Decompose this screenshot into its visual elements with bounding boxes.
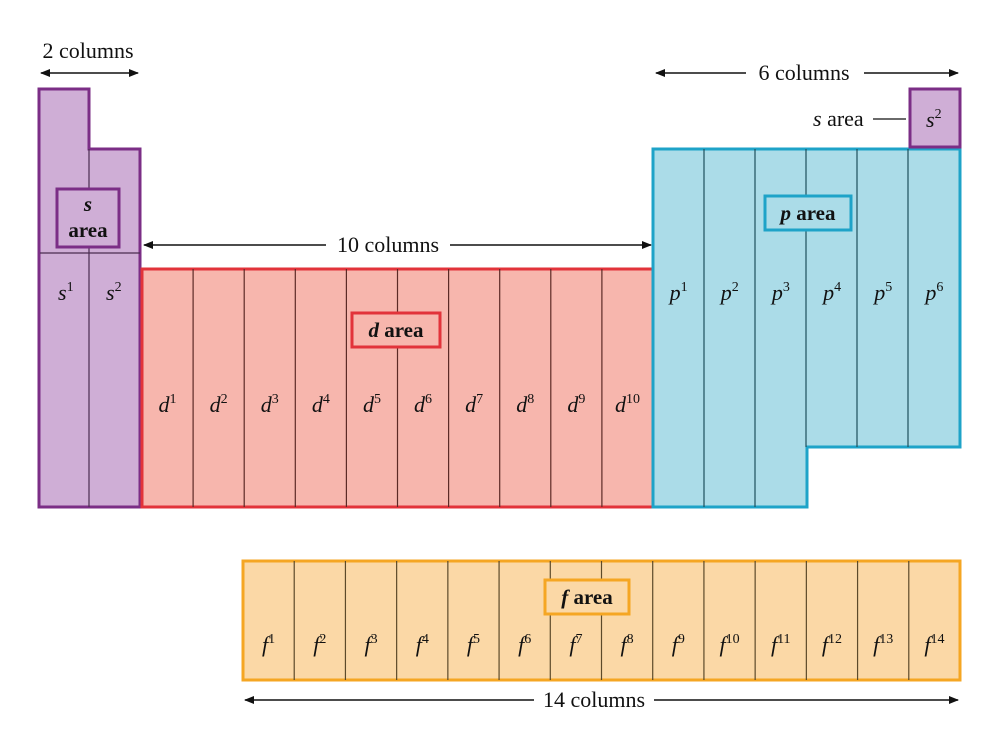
f-cell-label: f11: [771, 632, 791, 657]
f-cell-label: f2: [313, 632, 326, 657]
p-columns-span: 6 columns: [655, 60, 959, 85]
f-cell-label: f4: [416, 632, 429, 657]
s-area-word: area: [68, 218, 108, 242]
f-cell-label: f14: [924, 632, 944, 657]
d-cell-label: d7: [465, 392, 483, 417]
s-columns-span: 2 columns: [40, 38, 139, 77]
p-cell-label: p5: [872, 280, 892, 305]
helium-s-cell-label: s2: [926, 107, 942, 132]
d-cell-label: d10: [615, 392, 640, 417]
p-area-label-box: [763, 194, 853, 232]
d-area-label-box: [350, 311, 442, 349]
d-cell-label: d3: [261, 392, 279, 417]
d-cell-label: d1: [159, 392, 177, 417]
p-area-label: p area: [763, 194, 853, 232]
d-columns-span: 10 columns: [143, 232, 652, 257]
p-block: p1 p2 p3 p4 p5 p6 p area: [651, 147, 962, 509]
f-cell-label: f12: [822, 632, 842, 657]
s-cell-label: s1: [58, 280, 74, 305]
f-columns-span: 14 columns: [244, 687, 959, 712]
d-area-label: d area: [350, 311, 442, 349]
d-cell-label: d8: [516, 392, 534, 417]
f-area-label: f area: [543, 578, 631, 616]
p-area-text: p area: [778, 201, 836, 225]
f-cell-label: f1: [262, 632, 275, 657]
f-block: f1 f2 f3 f4 f5 f6 f7 f8 f9 f10 f11 f12 f13 f14 f area: [241, 559, 962, 682]
f-area-label-box: [543, 578, 631, 616]
p-cell-label: p6: [923, 280, 943, 305]
f-cell-label: f6: [518, 632, 531, 657]
s-cell-label: s2: [106, 280, 122, 305]
d-cell-label: d6: [414, 392, 432, 417]
p-cell-label: p3: [770, 280, 790, 305]
f-cell-label: f10: [719, 632, 739, 657]
s-block: s1 s2 s area: [37, 87, 142, 509]
helium-s-cell-box: [908, 87, 962, 149]
s-columns-label: 2 columns: [42, 38, 133, 63]
f-columns-label: 14 columns: [543, 687, 645, 712]
s-area-label-box: [55, 187, 121, 249]
p-columns-label: 6 columns: [758, 60, 849, 85]
d-cell-label: d5: [363, 392, 381, 417]
f-cell-label: f8: [621, 632, 634, 657]
d-cell-label: d4: [312, 392, 330, 417]
d-area-text: d area: [368, 318, 424, 342]
p-cell-label: p1: [668, 280, 688, 305]
s-area-label: s area: [55, 187, 121, 249]
f-cell-label: f5: [467, 632, 480, 657]
f-cell-label: f3: [364, 632, 377, 657]
d-columns-label: 10 columns: [337, 232, 439, 257]
f-cell-label: f7: [569, 632, 582, 657]
s-area-letter: s: [83, 192, 92, 216]
helium-s-cell: s2 s area: [813, 87, 962, 149]
f-cell-label: f9: [672, 632, 685, 657]
p-cell-label: p4: [821, 280, 841, 305]
d-block: d1 d2 d3 d4 d5 d6 d7 d8 d9 d10 d area: [140, 267, 655, 509]
helium-s-area-label: s area: [813, 106, 864, 131]
d-cell-label: d9: [567, 392, 585, 417]
p-cell-label: p2: [719, 280, 739, 305]
f-cell-label: f13: [873, 632, 893, 657]
f-area-text: f area: [561, 585, 613, 609]
d-cell-label: d2: [210, 392, 228, 417]
